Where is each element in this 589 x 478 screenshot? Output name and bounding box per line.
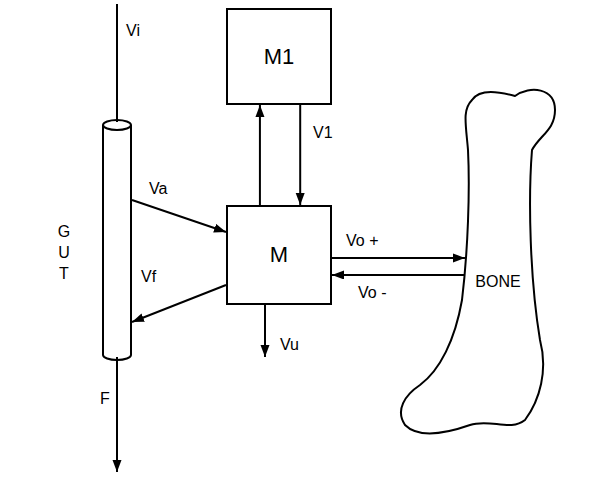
flow-arrow bbox=[332, 257, 465, 259]
urine-arrow bbox=[264, 305, 266, 357]
flow-label: Vf bbox=[140, 268, 157, 286]
pool-label: M bbox=[270, 242, 288, 268]
gut-outline bbox=[102, 118, 132, 362]
intake-line bbox=[116, 4, 118, 122]
flow-label: Vu bbox=[279, 336, 300, 354]
flow-label: Vi bbox=[125, 22, 141, 40]
pool-box: M1 bbox=[226, 8, 332, 105]
flow-label: Vo - bbox=[357, 284, 387, 302]
organ-label: BONE bbox=[475, 273, 520, 291]
flow-label: F bbox=[99, 390, 111, 408]
gut-tube: GUT bbox=[102, 118, 132, 362]
flow-arrow bbox=[259, 105, 261, 205]
pool-label: M1 bbox=[264, 44, 295, 70]
flow-arrow bbox=[132, 200, 226, 232]
flow-arrow bbox=[132, 285, 226, 322]
bone-shape: BONE bbox=[395, 85, 560, 440]
pool-box: M bbox=[226, 205, 332, 305]
organ-label: GUT bbox=[56, 222, 72, 284]
flow-arrow bbox=[332, 274, 465, 276]
flow-arrow bbox=[299, 105, 301, 205]
bone-outline bbox=[395, 85, 560, 440]
fecal-line bbox=[116, 357, 118, 472]
flow-label: V1 bbox=[312, 124, 334, 142]
flow-label: Va bbox=[148, 180, 168, 198]
flow-label: Vo + bbox=[345, 232, 379, 250]
